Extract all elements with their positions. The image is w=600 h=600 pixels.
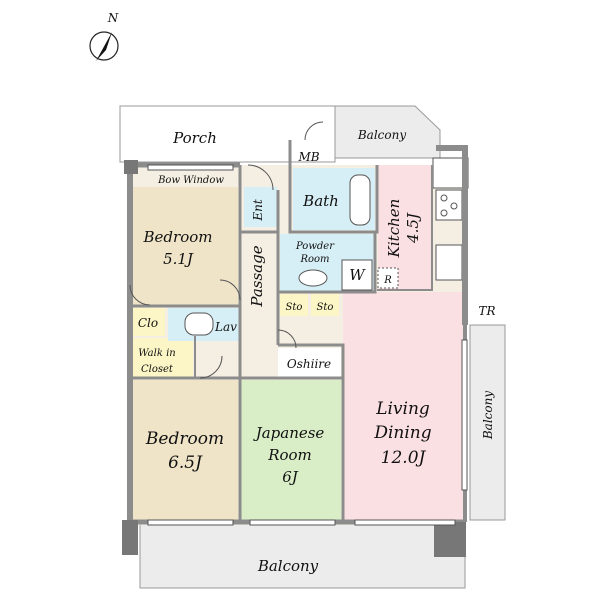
balcony-top-label: Balcony <box>357 128 406 142</box>
balcony-right-area <box>469 324 506 521</box>
japanese-room-label: Japanese <box>253 424 325 442</box>
dining-label: Dining <box>373 423 431 443</box>
storage-1-label: Sto <box>286 302 303 313</box>
washer-label: W <box>349 266 366 284</box>
balcony-top-area <box>334 105 441 159</box>
storage-2-label: Sto <box>317 302 334 313</box>
oshiire-label: Oshiire <box>287 357 331 371</box>
powder-room-label: Powder <box>295 241 335 252</box>
bedroom-1-size-label: 5.1J <box>163 250 194 268</box>
living-label: Living <box>375 399 430 419</box>
storage-2-area <box>311 294 339 316</box>
living-dining-size-label: 12.0J <box>381 448 427 468</box>
living-dining-area <box>343 292 465 520</box>
walk-in-closet-label-2: Closet <box>141 364 174 375</box>
japanese-room-area <box>241 380 341 520</box>
washer-space-icon <box>341 259 373 291</box>
kitchen-size-label: 4.5J <box>404 212 422 244</box>
passage-label: Passage <box>248 245 266 307</box>
storage-1-area <box>280 294 308 316</box>
porch-label: Porch <box>172 129 217 147</box>
porch-area <box>119 105 336 163</box>
lavatory-label: Lav <box>214 320 237 334</box>
compass-icon <box>89 31 119 61</box>
bedroom-2-area <box>133 380 238 520</box>
balcony-bottom-label: Balcony <box>257 557 319 575</box>
bathtub-icon <box>349 174 371 226</box>
closet-label: Clo <box>138 316 158 330</box>
meter-box-label: MB <box>297 150 319 164</box>
toilet-icon <box>184 312 214 336</box>
wall-column <box>434 522 466 557</box>
entrance-label: Ent <box>251 199 265 221</box>
bedroom-1-label: Bedroom <box>143 228 213 246</box>
refrigerator-label: R <box>383 275 392 286</box>
closet-area <box>133 308 165 336</box>
sink-icon <box>435 244 463 281</box>
compass-north-label: N <box>107 11 119 25</box>
door-swings <box>129 121 324 379</box>
kitchen-label: Kitchen <box>385 199 403 259</box>
japanese-room-size-label: 6J <box>282 468 299 486</box>
wall-column <box>124 160 138 174</box>
bedroom-2-label: Bedroom <box>145 429 224 449</box>
washbasin-icon <box>298 269 328 287</box>
bedroom-1-area <box>133 187 238 305</box>
wall-column <box>122 520 138 555</box>
refrigerator-space-icon <box>377 267 399 289</box>
compass: N <box>89 11 119 61</box>
stove-icon <box>435 189 463 221</box>
bedroom-2-size-label: 6.5J <box>168 453 203 473</box>
walk-in-closet-label: Walk in <box>138 348 175 359</box>
balcony-bottom-area <box>139 523 466 589</box>
walk-in-closet-area <box>133 338 193 378</box>
balcony-right-label: Balcony <box>481 391 495 440</box>
trunk-room-label: TR <box>478 304 495 318</box>
oshiire-area <box>278 348 341 378</box>
bath-label: Bath <box>302 192 339 210</box>
windows <box>147 164 468 526</box>
powder-room-label-2: Room <box>299 254 329 265</box>
bow-window-label: Bow Window <box>157 175 224 186</box>
entrance-area <box>244 187 277 227</box>
compass-needle-icon <box>96 32 112 61</box>
japanese-room-label-2: Room <box>267 446 312 464</box>
